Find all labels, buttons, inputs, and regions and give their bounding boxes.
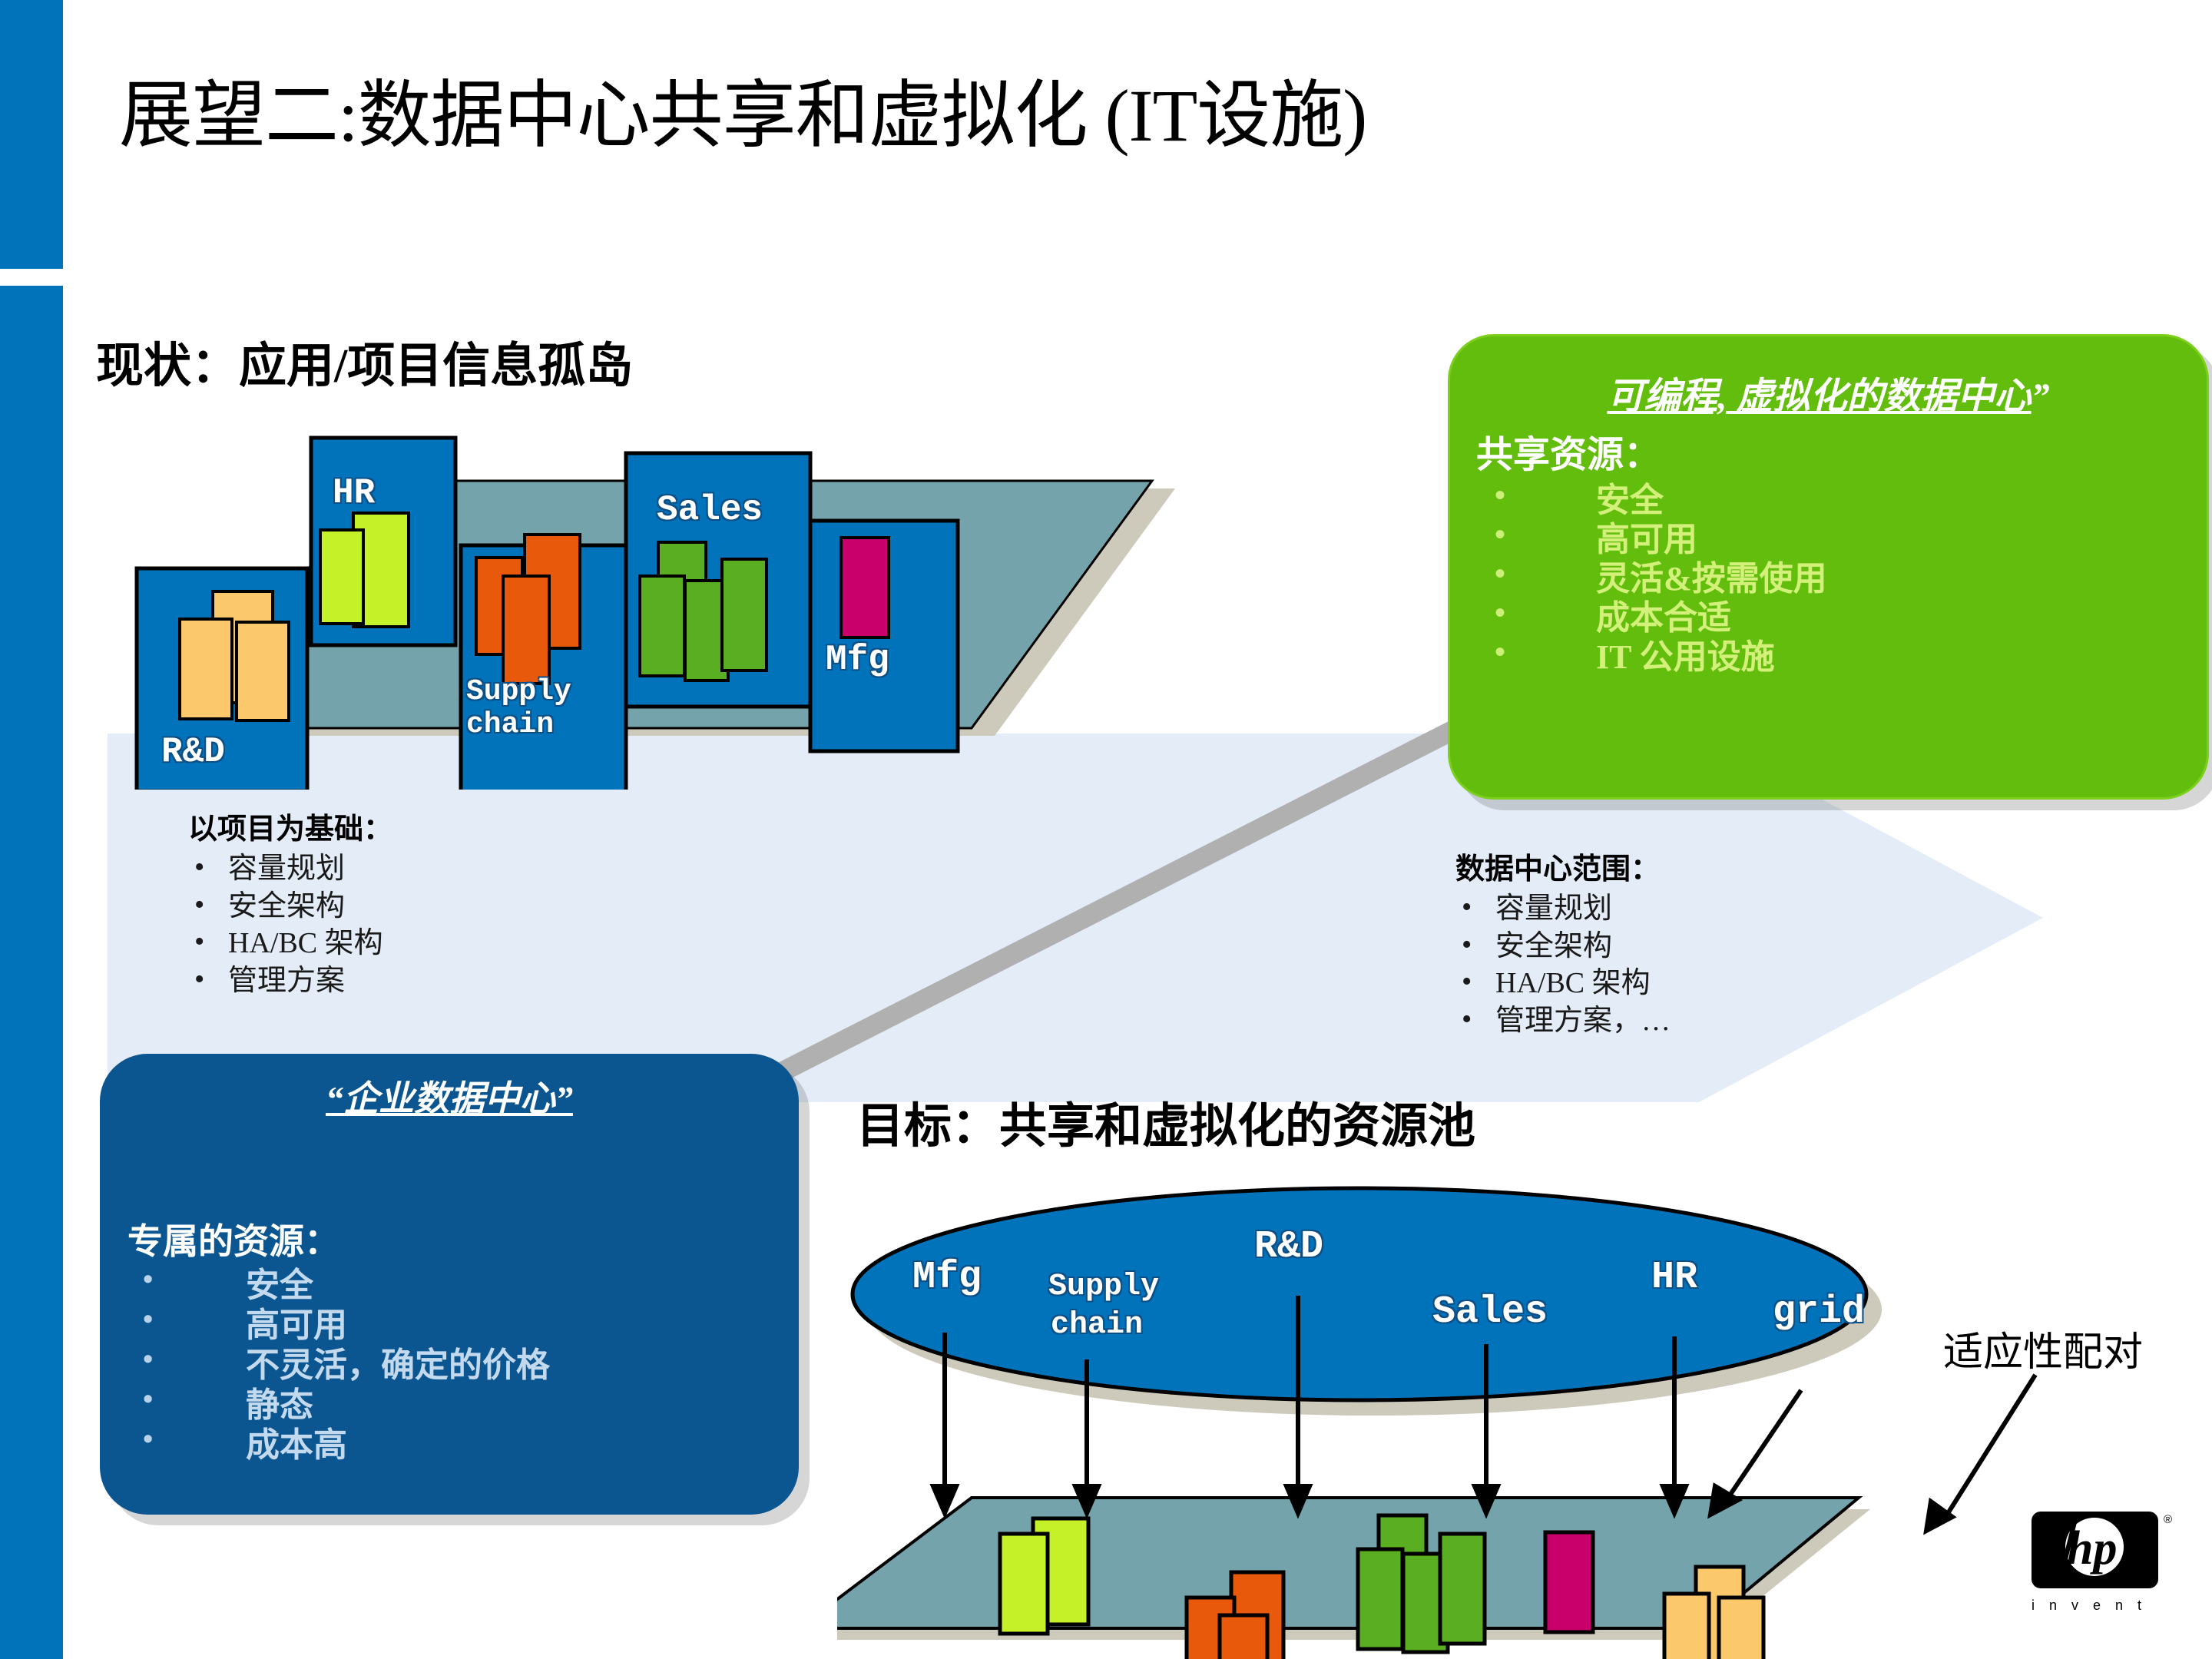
list-item: 容量规划 — [188, 849, 392, 888]
green-card-title: 可编程, 虚拟化的数据中心” — [1450, 366, 2207, 419]
green-card-subtitle: 共享资源： — [1476, 435, 1661, 475]
pool-label-supply: Supply — [1048, 1270, 1160, 1304]
silo-label-rd: R&D — [161, 732, 225, 772]
list-item: HA/BC 架构 — [188, 923, 392, 962]
blue-card-subtitle: 专属的资源： — [127, 1222, 339, 1261]
brand-bar-top — [0, 0, 63, 269]
heading-current-state: 现状：应用/项目信息孤岛 — [96, 340, 634, 392]
pool-label-sales: Sales — [1432, 1290, 1548, 1334]
list-item: 静态 — [100, 1382, 799, 1426]
connector-line — [748, 657, 1587, 1096]
svg-text:hp: hp — [2067, 1522, 2117, 1575]
green-card-title-text: 可编程, 虚拟化的数据中心 — [1607, 376, 2032, 417]
hp-tagline: i n v e n t — [2032, 1598, 2147, 1613]
green-card-title-quote: ” — [2031, 376, 2050, 417]
green-card-items: 安全 高可用 灵活&按需使用 成本合适 IT 公用设施 — [1450, 478, 2207, 677]
pool-label-grid: grid — [1773, 1290, 1866, 1334]
blue-card-title: “企业数据中心” — [100, 1071, 799, 1121]
dc-scope-label: 数据中心范围： — [1455, 853, 1661, 886]
hp-logo: hp ® i n v e n t — [2032, 1512, 2181, 1634]
pool-label-mfg: Mfg — [912, 1256, 982, 1300]
list-item: 高可用 — [100, 1303, 799, 1346]
silo-label-hr: HR — [333, 473, 376, 513]
dc-scope-list: 数据中心范围： 容量规划 安全架构 HA/BC 架构 管理方案，… — [1455, 845, 1671, 1040]
project-basis-label: 以项目为基础： — [188, 813, 393, 846]
list-item: 安全 — [100, 1263, 799, 1306]
silo-diagram: R&D HR Supply chain Sales Mfg — [100, 429, 1190, 801]
list-item: 安全架构 — [188, 886, 392, 926]
blue-card-title-text: “企业数据中心” — [326, 1079, 573, 1118]
pool-label-chain: chain — [1051, 1308, 1144, 1343]
silo-label-supply-line2: chain — [466, 707, 555, 741]
registered-mark-icon: ® — [2164, 1513, 2173, 1526]
silo-label-sales: Sales — [657, 490, 763, 530]
project-basis-items: 容量规划 安全架构 HA/BC 架构 管理方案 — [188, 849, 392, 1000]
hp-wordmark-icon: hp — [2057, 1516, 2124, 1584]
list-item: 灵活&按需使用 — [1450, 556, 2207, 598]
pool-label-hr: HR — [1651, 1256, 1698, 1300]
adaptive-mapping-label: 适应性配对 — [1943, 1331, 2144, 1375]
list-item: IT 公用设施 — [1450, 634, 2207, 677]
list-item: HA/BC 架构 — [1455, 963, 1671, 1002]
programmable-datacenter-card: 可编程, 虚拟化的数据中心” 共享资源： 安全 高可用 灵活&按需使用 成本合适… — [1448, 334, 2209, 800]
silo-label-supply-line1: Supply — [466, 675, 571, 708]
list-item: 安全架构 — [1455, 926, 1671, 965]
enterprise-datacenter-card: “企业数据中心” 专属的资源： 安全 高可用 不灵活，确定的价格 静态 成本高 — [100, 1054, 799, 1515]
dc-scope-items: 容量规划 安全架构 HA/BC 架构 管理方案，… — [1455, 889, 1671, 1040]
list-item: 容量规划 — [1455, 889, 1671, 928]
resource-pool-diagram: Mfg Supply chain R&D Sales HR grid — [794, 1179, 2212, 1659]
list-item: 成本高 — [100, 1422, 799, 1465]
blue-card-items: 安全 高可用 不灵活，确定的价格 静态 成本高 — [100, 1263, 799, 1465]
silo-label-mfg: Mfg — [826, 640, 889, 680]
list-item: 安全 — [1450, 478, 2207, 520]
hp-logo-mark: hp ® — [2032, 1512, 2172, 1588]
list-item: 成本合适 — [1450, 595, 2207, 637]
pool-label-rd: R&D — [1254, 1225, 1324, 1269]
list-item: 管理方案 — [188, 961, 392, 1000]
project-basis-list: 以项目为基础： 容量规划 安全架构 HA/BC 架构 管理方案 — [188, 805, 392, 1000]
brand-bar-bottom — [0, 286, 63, 1659]
list-item: 高可用 — [1450, 517, 2207, 559]
list-item: 不灵活，确定的价格 — [100, 1343, 799, 1386]
list-item: 管理方案，… — [1455, 1001, 1671, 1040]
silo-label-supply: Supply chain — [466, 675, 571, 741]
page-title: 展望二:数据中心共享和虚拟化 (IT设施) — [119, 75, 1367, 157]
heading-goal: 目标：共享和虚拟化的资源池 — [856, 1101, 1476, 1153]
